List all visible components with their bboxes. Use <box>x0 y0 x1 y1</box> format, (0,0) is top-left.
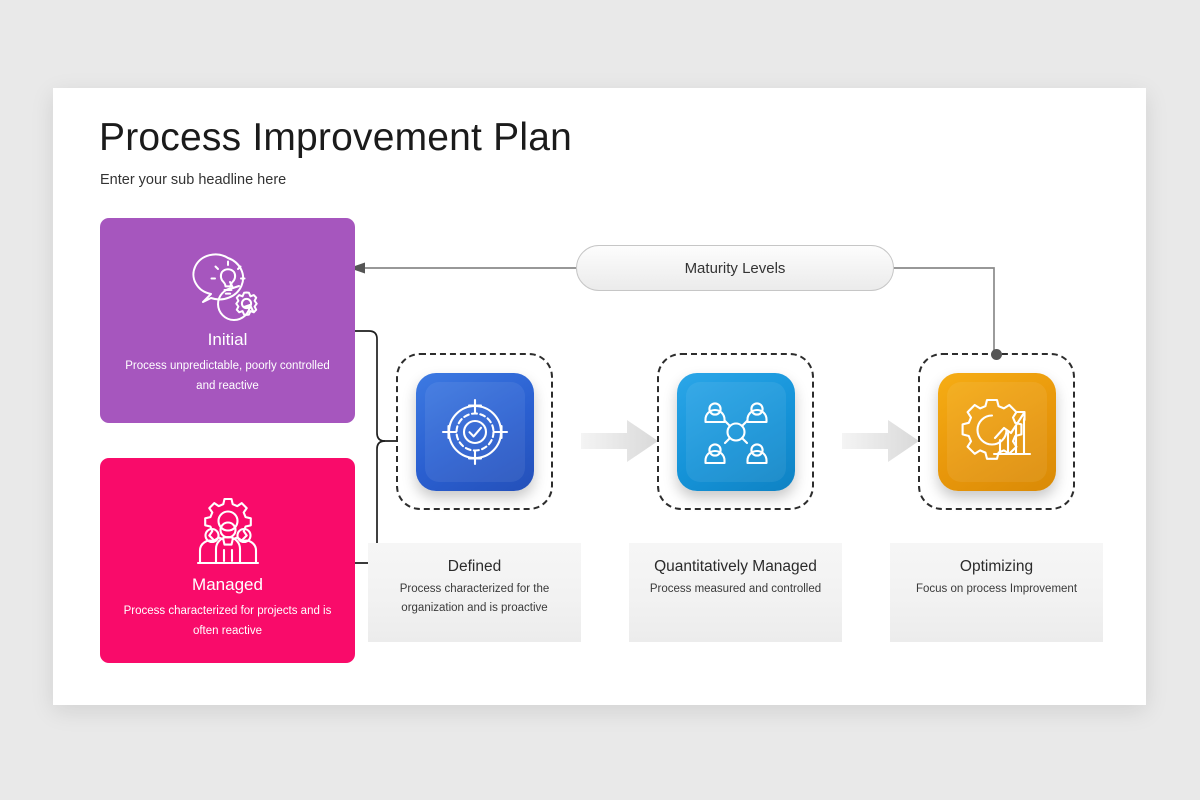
stage-quant-frame <box>657 353 814 510</box>
stage-quant-title: Quantitatively Managed <box>654 558 817 575</box>
card-initial-desc: Process unpredictable, poorly controlled… <box>125 360 330 392</box>
stage-optimizing-tile[interactable] <box>937 372 1056 491</box>
maturity-levels-label: Maturity Levels <box>684 259 786 277</box>
connector-dot <box>990 349 1002 360</box>
page-title: Process Improvement Plan <box>99 116 572 159</box>
lightbulb-speech-gear-icon <box>100 250 355 324</box>
stage-quant-label-panel: Quantitatively Managed Process measured … <box>629 543 842 642</box>
stage-defined-desc: Process characterized for the organizati… <box>399 583 550 614</box>
gear-bar-chart-icon <box>961 398 1031 460</box>
card-initial[interactable]: Initial Process unpredictable, poorly co… <box>100 218 355 423</box>
stage-defined-frame <box>396 353 553 510</box>
stage-optimizing-desc: Focus on process Improvement <box>915 583 1078 595</box>
card-managed-title: Managed <box>192 575 263 594</box>
page-subtitle: Enter your sub headline here <box>100 172 287 188</box>
stage-optimizing-title: Optimizing <box>959 558 1034 575</box>
stage-quant-desc: Process measured and controlled <box>649 583 822 595</box>
slide-canvas: Process Improvement Plan Enter your sub … <box>53 88 1146 705</box>
stage-defined-title: Defined <box>447 558 502 575</box>
target-check-icon <box>441 398 508 465</box>
flow-arrow-quant-to-optimizing <box>842 418 919 464</box>
stage-quant-tile[interactable] <box>676 372 795 491</box>
stage-optimizing[interactable]: Optimizing Focus on process Improvement <box>890 349 1103 642</box>
card-managed-desc: Process characterized for projects and i… <box>123 605 332 637</box>
flow-arrow-defined-to-quant <box>581 418 658 464</box>
stage-optimizing-label-panel: Optimizing Focus on process Improvement <box>890 543 1103 642</box>
stage-defined-label-panel: Defined Process characterized for the or… <box>368 543 581 642</box>
stage-defined[interactable]: Defined Process characterized for the or… <box>368 353 581 642</box>
team-gear-icon <box>100 494 355 568</box>
maturity-levels-banner[interactable]: Maturity Levels <box>576 245 894 291</box>
network-people-icon <box>703 401 768 464</box>
stage-optimizing-frame <box>918 349 1075 510</box>
card-managed[interactable]: Managed Process characterized for projec… <box>100 458 355 663</box>
stage-quantitatively-managed[interactable]: Quantitatively Managed Process measured … <box>629 353 842 642</box>
stage-defined-tile[interactable] <box>415 372 534 491</box>
card-initial-title: Initial <box>207 330 248 349</box>
